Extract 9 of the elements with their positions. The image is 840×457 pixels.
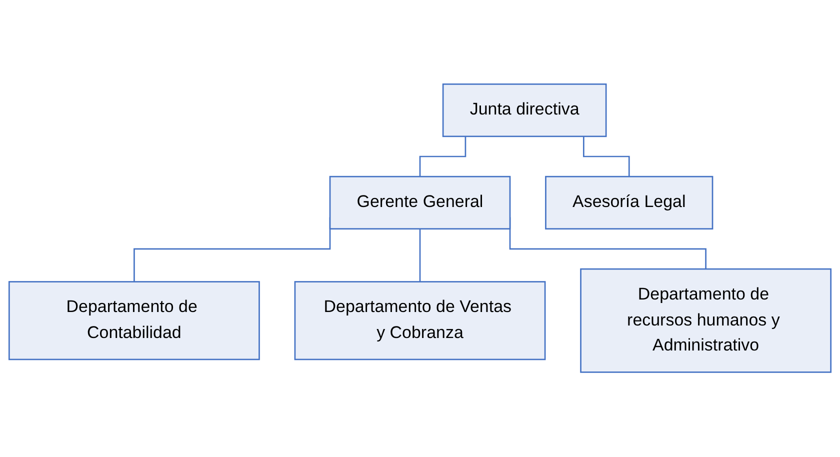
connector	[419, 136, 466, 178]
node-box: Departamento de recursos humanos y Administrativo	[580, 268, 832, 374]
connector	[583, 136, 630, 178]
connector	[419, 229, 421, 283]
node-box: Departamento de Ventas y Cobranza	[294, 281, 546, 360]
node-box: Junta directiva	[442, 84, 607, 138]
node-box: Asesoría Legal	[545, 176, 714, 230]
node-box: Departamento de Contabilidad	[8, 281, 260, 360]
node-box: Gerente General	[329, 176, 511, 230]
